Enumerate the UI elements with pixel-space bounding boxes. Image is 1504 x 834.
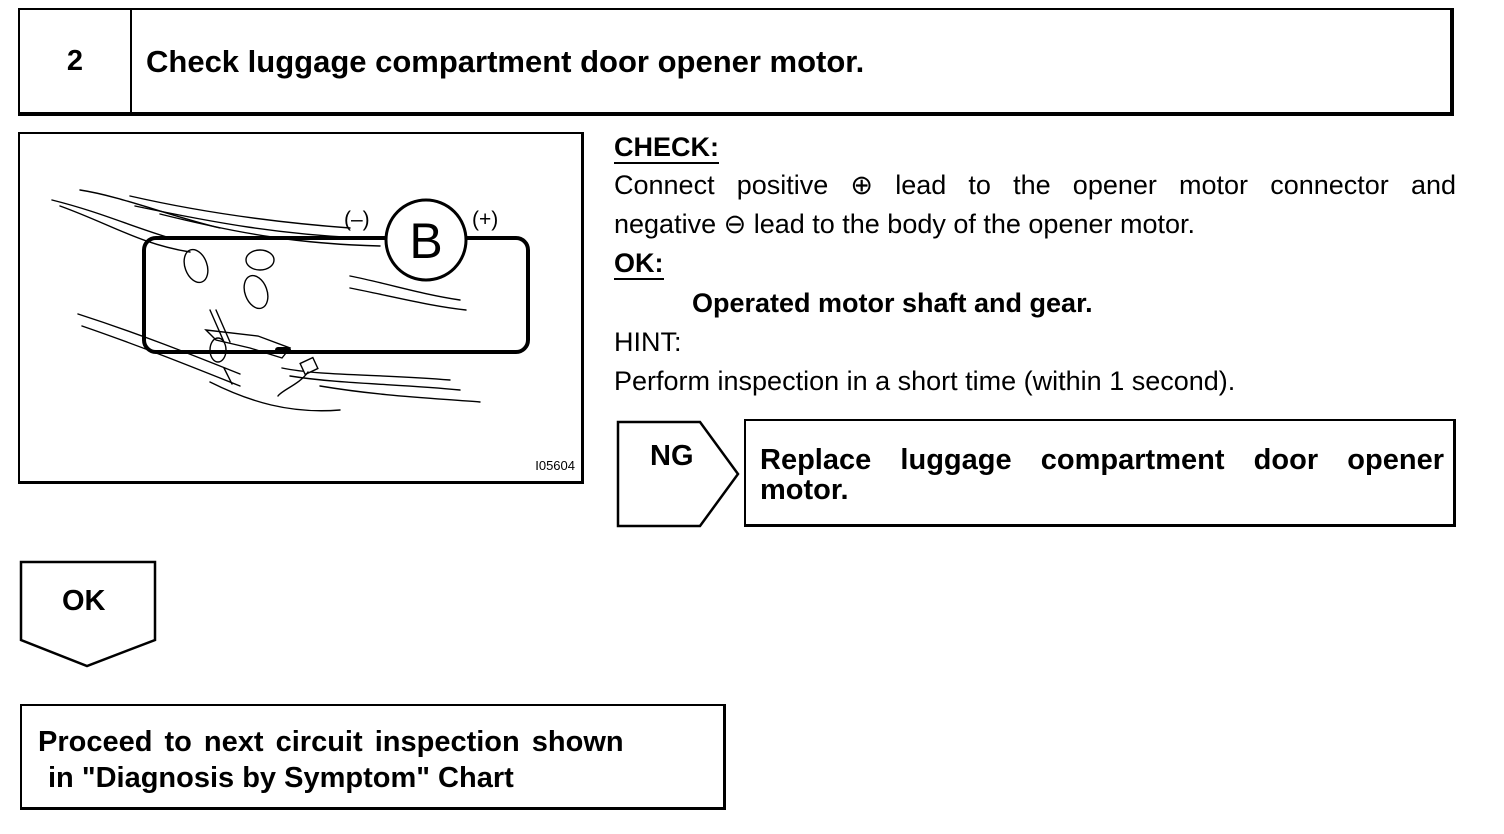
connector	[299, 356, 319, 376]
panel-hole	[183, 248, 209, 284]
motor-bracket	[209, 309, 225, 343]
motor-shaft	[223, 367, 233, 385]
panel-line	[81, 325, 241, 387]
battery-meter	[384, 198, 468, 282]
ok-label: OK	[62, 585, 106, 617]
figure-code: I05604	[535, 458, 575, 473]
panel-line	[281, 367, 451, 381]
plus-label: (+)	[472, 208, 498, 231]
ok-action-box: Proceed to next circuit inspection shown…	[20, 704, 726, 810]
motor-test-diagram: B (–) (+)	[51, 189, 530, 412]
step-header: 2 Check luggage compartment door opener …	[18, 8, 1454, 116]
panel-line	[209, 381, 341, 412]
test-lead-loop	[142, 236, 530, 354]
panel-line	[289, 375, 461, 391]
panel-line	[59, 205, 191, 253]
ok-specification: Operated motor shaft and gear.	[692, 288, 1093, 318]
hint-label: HINT:	[614, 327, 682, 357]
motor-bracket	[215, 309, 231, 343]
ok-heading: OK:	[614, 248, 664, 280]
check-heading: CHECK:	[614, 132, 719, 164]
minus-label: (–)	[344, 208, 370, 231]
check-instruction-line2: negative ⊖ lead to the body of the opene…	[614, 209, 1196, 239]
ok-action-line1: Proceed to next circuit inspection shown	[38, 726, 624, 758]
ok-action-line2: in "Diagnosis by Symptom" Chart	[48, 762, 514, 794]
step-number: 2	[20, 10, 132, 112]
check-instruction-line1: Connect positive ⊕ lead to the opener mo…	[614, 170, 1456, 200]
panel-line	[319, 385, 481, 403]
check-heading-wrap: CHECK:	[614, 128, 719, 167]
panel-line	[77, 313, 241, 375]
ok-arrow	[19, 560, 157, 668]
hint-text: Perform inspection in a short time (with…	[614, 366, 1236, 396]
connector-wire	[277, 371, 309, 397]
panel-line	[349, 275, 461, 301]
ng-action-box: Replace luggage compartment door opener …	[744, 419, 1456, 527]
panel-line	[129, 195, 351, 229]
ng-arrow	[616, 420, 740, 528]
panel-line	[349, 287, 467, 311]
panel-hole	[245, 249, 275, 271]
ng-action-text: Replace luggage compartment door opener …	[760, 444, 1444, 506]
meter-letter: B	[409, 213, 442, 269]
ok-heading-wrap: OK:	[614, 244, 664, 283]
panel-hole	[243, 274, 269, 310]
panel-line	[51, 199, 171, 239]
illustration: B (–) (+) I05604	[18, 132, 584, 484]
ng-label: NG	[650, 440, 694, 472]
step-title: Check luggage compartment door opener mo…	[146, 44, 865, 79]
